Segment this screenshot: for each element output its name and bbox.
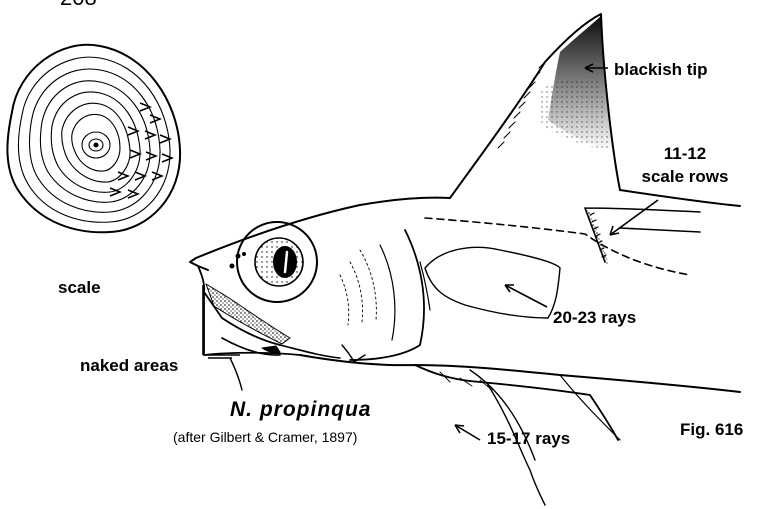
opercle-striations [340,250,376,325]
label-scale: scale [58,278,101,298]
label-scale-rows-text: scale rows [620,167,750,187]
scale-growth-rings [18,57,170,222]
pectoral-fin [425,247,560,318]
label-naked-areas: naked areas [80,356,178,376]
figure-label: Fig. 616 [680,420,743,440]
throat-stroke [230,358,242,390]
preoperculum [380,245,395,340]
species-citation: (after Gilbert & Cramer, 1897) [173,427,357,447]
label-anal-rays: 15-17 rays [487,429,570,449]
species-name: N. propinqua [230,400,372,420]
nostril-3 [242,252,246,256]
pectoral-rays-leader [505,285,547,307]
dorsal-spine [498,62,545,148]
label-scale-rows-count: 11-12 [620,144,750,164]
scale-drawing [7,45,180,232]
label-pectoral-rays: 20-23 rays [553,308,636,328]
scale-row-band [588,212,606,262]
dorsal-fin-tip-stipple [540,78,610,150]
page-number: 208 [60,0,97,8]
naked-area-patch [262,346,280,353]
label-scale-rows: 11-12 scale rows [620,144,750,187]
nostril-2 [236,254,241,259]
scale-outline [7,45,180,232]
label-blackish-tip: blackish tip [614,60,708,80]
nostril-1 [230,264,235,269]
